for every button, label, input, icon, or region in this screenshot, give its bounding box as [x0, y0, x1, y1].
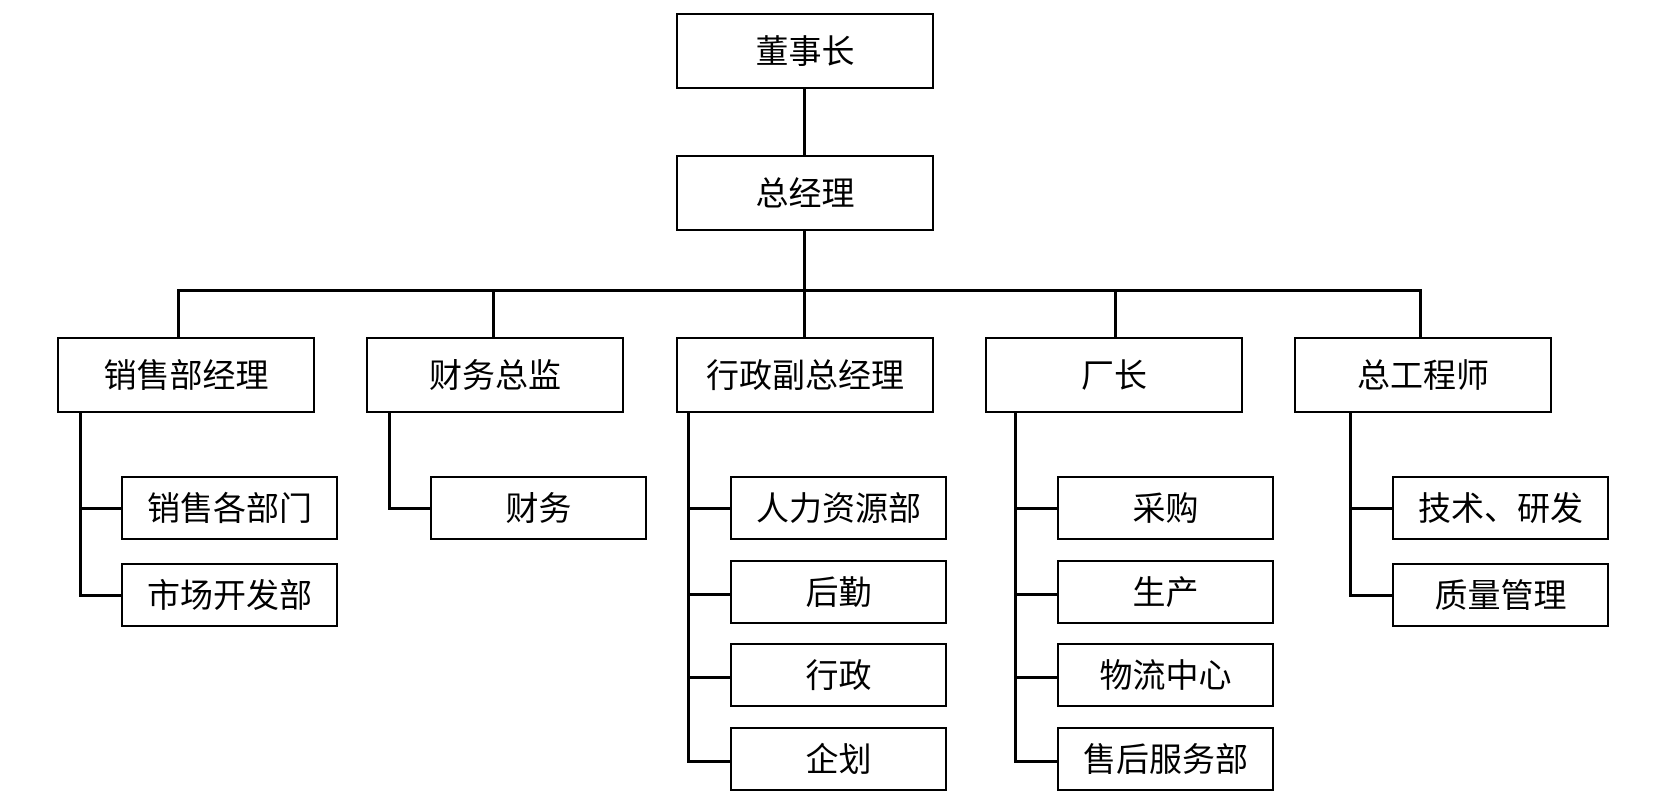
logistics-center-label: 物流中心 — [1099, 655, 1232, 695]
administration-label: 行政 — [805, 655, 872, 695]
after-sales-service-box: 售后服务部 — [1057, 727, 1274, 791]
technology-rd-label: 技术、研发 — [1418, 488, 1583, 528]
connector-bus-to-finance-director — [492, 289, 495, 338]
logistics-label: 后勤 — [805, 572, 872, 612]
general-manager-label: 总经理 — [755, 173, 855, 213]
human-resources-box: 人力资源部 — [730, 476, 947, 540]
admin-vp-box: 行政副总经理 — [676, 337, 934, 413]
production-box: 生产 — [1057, 560, 1274, 624]
chief-engineer-box: 总工程师 — [1294, 337, 1552, 413]
chief-engineer-label: 总工程师 — [1357, 355, 1489, 395]
admin-vp-label: 行政副总经理 — [706, 355, 904, 395]
connector-bus-to-admin-vp — [803, 289, 806, 338]
sales-branch-spine — [79, 412, 82, 597]
after-sales-service-label: 售后服务部 — [1083, 739, 1248, 779]
factory-branch-spine — [1014, 412, 1017, 763]
procurement-box: 采购 — [1057, 476, 1274, 540]
engineering-branch-connector-2 — [1349, 594, 1392, 597]
finance-label: 财务 — [505, 488, 572, 528]
connector-bus-to-sales-manager — [177, 289, 180, 338]
procurement-label: 采购 — [1132, 488, 1199, 528]
sales-manager-box: 销售部经理 — [57, 337, 315, 413]
finance-branch-connector-1 — [388, 507, 431, 510]
chairman-box: 董事长 — [676, 13, 934, 89]
admin-branch-connector-4 — [687, 760, 730, 763]
connector-bus-to-factory-director — [1114, 289, 1117, 338]
production-label: 生产 — [1132, 572, 1199, 612]
admin-branch-connector-1 — [687, 507, 730, 510]
factory-branch-connector-3 — [1014, 676, 1057, 679]
admin-branch-connector-2 — [687, 593, 730, 596]
quality-management-label: 质量管理 — [1434, 575, 1567, 615]
administration-box: 行政 — [730, 643, 947, 707]
finance-branch-spine — [388, 412, 391, 510]
connector-bus-to-chief-engineer — [1419, 289, 1422, 338]
sales-branch-connector-2 — [79, 594, 121, 597]
admin-branch-connector-3 — [687, 676, 730, 679]
quality-management-box: 质量管理 — [1392, 563, 1609, 627]
human-resources-label: 人力资源部 — [756, 488, 921, 528]
admin-branch-spine — [687, 412, 690, 763]
finance-director-box: 财务总监 — [366, 337, 624, 413]
sales-manager-label: 销售部经理 — [103, 355, 269, 395]
planning-box: 企划 — [730, 727, 947, 791]
department-bus-line — [177, 289, 1422, 292]
sales-branch-connector-1 — [79, 507, 121, 510]
sales-subdepartments-box: 销售各部门 — [121, 476, 338, 540]
factory-director-label: 厂长 — [1081, 355, 1147, 395]
engineering-branch-spine — [1349, 412, 1352, 597]
factory-director-box: 厂长 — [985, 337, 1243, 413]
finance-director-label: 财务总监 — [429, 355, 561, 395]
logistics-center-box: 物流中心 — [1057, 643, 1274, 707]
factory-branch-connector-1 — [1014, 507, 1057, 510]
market-development-box: 市场开发部 — [121, 563, 338, 627]
logistics-box: 后勤 — [730, 560, 947, 624]
sales-subdepartments-label: 销售各部门 — [147, 488, 312, 528]
technology-rd-box: 技术、研发 — [1392, 476, 1609, 540]
factory-branch-connector-4 — [1014, 760, 1057, 763]
connector-gm-to-bus — [803, 231, 806, 291]
general-manager-box: 总经理 — [676, 155, 934, 231]
planning-label: 企划 — [805, 739, 872, 779]
finance-box: 财务 — [430, 476, 647, 540]
chairman-label: 董事长 — [755, 31, 855, 71]
market-development-label: 市场开发部 — [147, 575, 312, 615]
engineering-branch-connector-1 — [1349, 507, 1392, 510]
factory-branch-connector-2 — [1014, 593, 1057, 596]
connector-chairman-to-gm — [803, 89, 806, 156]
